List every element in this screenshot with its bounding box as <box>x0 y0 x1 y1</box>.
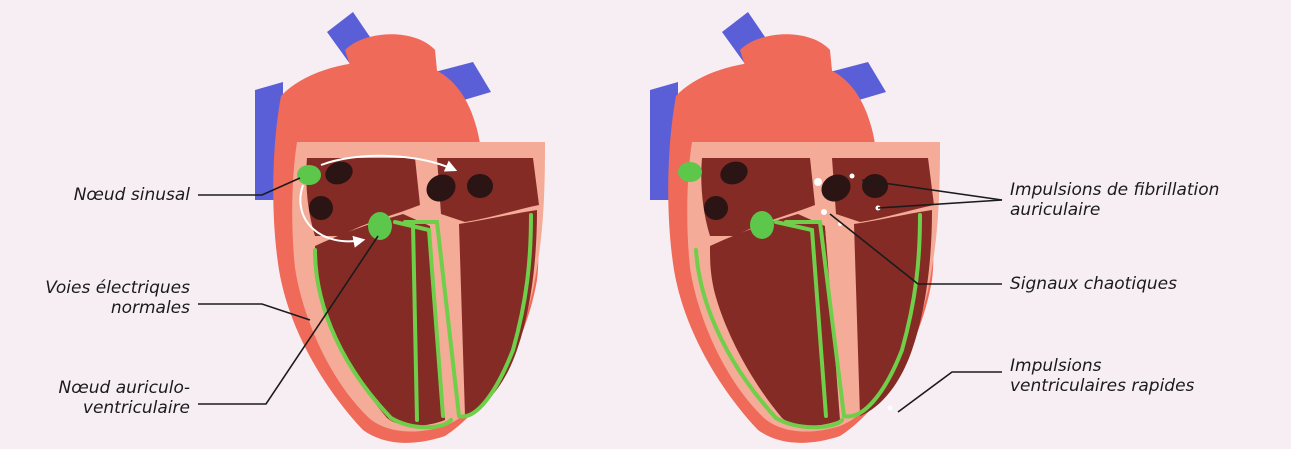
fibrillation-heart <box>650 12 940 443</box>
label-normal-pathways: Voies électriques normales <box>2 278 190 318</box>
av-node-right <box>750 211 774 239</box>
normal-heart <box>255 12 545 443</box>
leader-ventricular <box>898 372 1002 412</box>
label-sinus-node: Nœud sinusal <box>22 185 190 205</box>
label-av-node: Nœud auriculo- ventriculaire <box>2 378 190 418</box>
av-node <box>368 212 392 240</box>
label-chaotic: Signaux chaotiques <box>1010 274 1270 294</box>
label-ventricular: Impulsions ventriculaires rapides <box>1010 356 1270 396</box>
sinus-node <box>297 165 321 185</box>
label-fibrillation: Impulsions de fibrillation auriculaire <box>1010 180 1288 220</box>
sinus-node-right <box>678 162 702 182</box>
